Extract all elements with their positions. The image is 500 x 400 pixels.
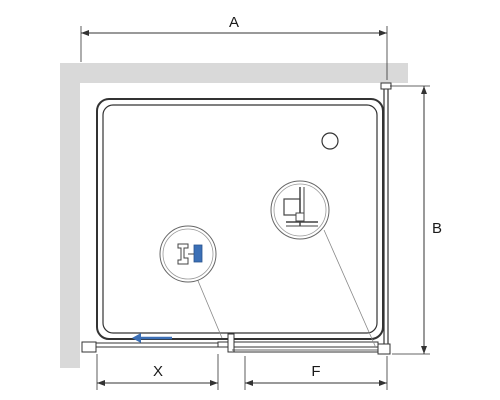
- corner-post: [377, 343, 391, 355]
- tray-inner: [102, 104, 378, 334]
- dimension-a-label: A: [229, 14, 239, 31]
- tray-outer: [96, 98, 384, 340]
- dimension-f: F: [244, 356, 388, 390]
- dimension-f-label: F: [311, 363, 320, 380]
- dimension-a: A: [80, 14, 388, 80]
- fixed-side-panel: [377, 82, 392, 355]
- door-stopper: [227, 333, 235, 353]
- dimension-x: X: [96, 354, 219, 390]
- sliding-door-panel: [231, 346, 379, 353]
- back-wall: [60, 63, 408, 83]
- drain-circle-icon: [321, 132, 339, 150]
- dimension-b: B: [390, 85, 442, 355]
- corner-profile-detail-icon: [270, 180, 377, 349]
- wall-profile-left: [81, 341, 97, 353]
- fixed-front-panel: [217, 341, 379, 348]
- arrow-left-icon: [132, 333, 172, 343]
- dimension-x-label: X: [153, 363, 163, 380]
- wall-profile-top: [380, 82, 392, 90]
- front-sliding-panels: [81, 333, 379, 353]
- shower-tray: [96, 98, 384, 340]
- seal-profile-detail-icon: [159, 225, 223, 339]
- side-wall: [60, 63, 80, 368]
- dimension-b-label: B: [432, 220, 442, 237]
- wall-group: [60, 63, 408, 368]
